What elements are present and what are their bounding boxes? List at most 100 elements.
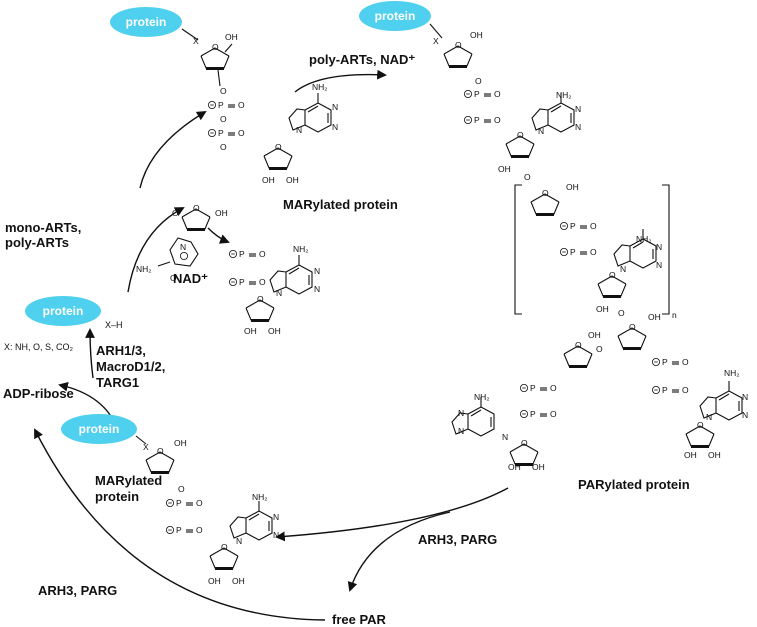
svg-text:P: P xyxy=(530,409,536,419)
svg-text:O: O xyxy=(596,344,603,354)
svg-text:OH: OH xyxy=(508,462,521,472)
svg-text:NH₂: NH₂ xyxy=(636,234,652,244)
svg-text:N: N xyxy=(236,536,242,546)
svg-text:OH: OH xyxy=(268,326,281,336)
svg-text:NH₂: NH₂ xyxy=(136,264,152,274)
x-h-label: X–H xyxy=(105,320,123,330)
svg-text:OH: OH xyxy=(225,32,238,42)
svg-text:O: O xyxy=(193,203,200,213)
svg-text:N: N xyxy=(575,104,581,114)
svg-text:O: O xyxy=(618,308,625,318)
arh-label-line1: ARH1/3, xyxy=(96,343,146,358)
svg-text:N: N xyxy=(296,125,302,135)
svg-text:OH: OH xyxy=(532,462,545,472)
svg-text:P: P xyxy=(474,89,480,99)
svg-text:O: O xyxy=(629,322,636,332)
svg-text:O: O xyxy=(475,76,482,86)
svg-text:N: N xyxy=(332,122,338,132)
svg-text:O: O xyxy=(609,270,616,280)
mono-arts-label-line1: mono-ARTs, xyxy=(5,220,81,235)
svg-text:O: O xyxy=(521,438,528,448)
svg-text:N: N xyxy=(538,126,544,136)
svg-text:X: X xyxy=(193,36,199,46)
arrow-par-to-mar xyxy=(275,487,509,542)
svg-text:OH: OH xyxy=(588,330,601,340)
poly-arts-nad-label: poly-ARTs, NAD⁺ xyxy=(309,52,415,67)
svg-text:O: O xyxy=(220,86,227,96)
svg-text:O: O xyxy=(157,446,164,456)
svg-text:P: P xyxy=(176,498,182,508)
svg-text:O: O xyxy=(259,249,266,259)
arrow-to-protein-left xyxy=(85,328,95,379)
nad-structure: O O OH N NH₂ O P O P O O OH OH NH₂ N N N xyxy=(136,203,320,336)
svg-text:O: O xyxy=(550,409,557,419)
svg-text:OH: OH xyxy=(596,304,609,314)
svg-text:OH: OH xyxy=(215,208,228,218)
svg-text:O: O xyxy=(524,172,531,182)
mono-arts-label-line2: poly-ARTs xyxy=(5,235,69,250)
svg-text:OH: OH xyxy=(470,30,483,40)
arrow-par-to-free xyxy=(347,511,451,592)
svg-text:P: P xyxy=(662,385,668,395)
svg-text:N: N xyxy=(656,260,662,270)
svg-text:NH₂: NH₂ xyxy=(252,492,268,502)
svg-text:OH: OH xyxy=(232,576,245,586)
x-types-label: X: NH, O, S, CO₂ xyxy=(4,342,74,352)
svg-text:N: N xyxy=(276,288,282,298)
svg-text:N: N xyxy=(332,102,338,112)
svg-text:O: O xyxy=(172,208,179,218)
svg-text:OH: OH xyxy=(174,438,187,448)
text-labels: poly-ARTs, NAD⁺ MARylated protein mono-A… xyxy=(3,52,690,627)
marylated-structure-bottom: X O OH O P O P O O OH OH NH₂ N N N xyxy=(135,435,279,586)
arh3-parg-left-label: ARH3, PARG xyxy=(38,583,117,598)
svg-text:O: O xyxy=(517,130,524,140)
svg-text:OH: OH xyxy=(684,450,697,460)
protein-bottom-left: protein xyxy=(61,414,137,444)
nad-label: NAD⁺ xyxy=(173,271,208,286)
svg-text:O: O xyxy=(494,89,501,99)
svg-text:N: N xyxy=(706,412,712,422)
svg-text:N: N xyxy=(273,530,279,540)
protein-left: protein xyxy=(25,296,101,326)
svg-text:N: N xyxy=(502,432,508,442)
svg-text:OH: OH xyxy=(498,164,511,174)
protein-label: protein xyxy=(43,304,84,318)
parylated-structure: X O OH O P O P O O NH₂ N N N OH O n O OH… xyxy=(429,23,748,472)
arh-label-line2: MacroD1/2, xyxy=(96,359,165,374)
svg-text:O: O xyxy=(682,385,689,395)
svg-text:O: O xyxy=(238,100,245,110)
svg-text:O: O xyxy=(238,128,245,138)
svg-text:O: O xyxy=(575,340,582,350)
svg-text:O: O xyxy=(220,142,227,152)
svg-text:O: O xyxy=(259,277,266,287)
protein-label: protein xyxy=(79,422,120,436)
svg-text:P: P xyxy=(218,128,224,138)
svg-text:P: P xyxy=(239,249,245,259)
arh3-parg-right-label: ARH3, PARG xyxy=(418,532,497,547)
svg-text:O: O xyxy=(682,357,689,367)
svg-text:N: N xyxy=(742,392,748,402)
adp-ribose-label: ADP-ribose xyxy=(3,386,74,401)
svg-text:N: N xyxy=(458,408,464,418)
svg-text:O: O xyxy=(542,188,549,198)
protein-label: protein xyxy=(126,15,167,29)
svg-text:P: P xyxy=(474,115,480,125)
svg-text:O: O xyxy=(590,221,597,231)
marylated-bottom-line2: protein xyxy=(95,489,139,504)
arrow-poly-arts xyxy=(294,69,387,93)
arh-label-line3: TARG1 xyxy=(96,375,139,390)
svg-text:O: O xyxy=(455,40,462,50)
svg-text:P: P xyxy=(570,221,576,231)
svg-text:P: P xyxy=(662,357,668,367)
free-par-label: free PAR xyxy=(332,612,387,627)
arrow-nad-attack xyxy=(207,227,230,244)
protein-label: protein xyxy=(375,9,416,23)
svg-text:O: O xyxy=(550,383,557,393)
svg-text:N: N xyxy=(180,242,186,252)
svg-text:O: O xyxy=(494,115,501,125)
svg-text:N: N xyxy=(742,410,748,420)
arrow-to-marylated-top xyxy=(139,110,207,189)
svg-text:O: O xyxy=(220,114,227,124)
parylated-protein-label: PARylated protein xyxy=(578,477,690,492)
